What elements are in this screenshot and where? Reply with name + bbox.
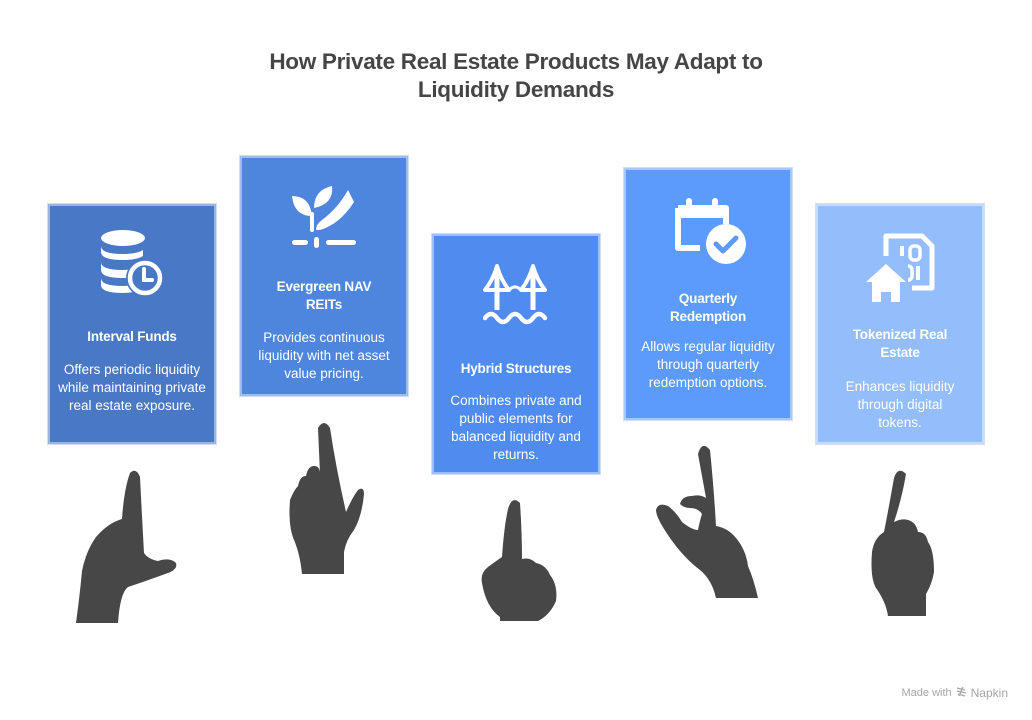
card-heading: Interval Funds (87, 329, 177, 344)
calendar-check-icon (670, 194, 746, 264)
footer-attribution: Made with Napkin (902, 686, 1009, 700)
page-title: How Private Real Estate Products May Ada… (0, 48, 1032, 104)
napkin-logo-icon (956, 686, 967, 700)
house-binary-icon (864, 228, 936, 304)
made-with-label: Made with (901, 687, 952, 699)
card-evergreen-nav-reits: Evergreen NAV REITs Provides continuous … (239, 155, 409, 397)
pointing-hand-icon-4 (654, 442, 770, 602)
card-interval-funds: Interval Funds Offers periodic liquidity… (47, 203, 217, 445)
pointing-hand-icon-1 (72, 465, 180, 623)
card-quarterly-redemption: Quarterly Redemption Allows regular liqu… (623, 167, 793, 421)
card-heading: Quarterly Redemption (669, 291, 746, 324)
title-line-1: How Private Real Estate Products May Ada… (269, 49, 763, 74)
bridge-icon (483, 262, 549, 328)
pointing-hand-icon-3 (478, 495, 560, 621)
card-description: Combines private and public elements for… (450, 393, 582, 462)
card-description: Allows regular liquidity through quarter… (641, 339, 775, 390)
pointing-hand-icon-5 (862, 468, 938, 618)
database-clock-icon (97, 226, 167, 300)
card-description: Provides continuous liquidity with net a… (258, 330, 390, 381)
title-line-2: Liquidity Demands (417, 77, 615, 102)
card-tokenized-real-estate: Tokenized Real Estate Enhances liquidity… (815, 203, 985, 445)
card-heading: Hybrid Structures (460, 361, 572, 376)
card-description: Enhances liquidity through digital token… (845, 379, 955, 430)
card-description: Offers periodic liquidity while maintain… (58, 362, 206, 413)
pointing-hand-icon-2 (288, 418, 366, 576)
card-heading: Tokenized Real Estate (852, 327, 948, 360)
card-heading: Evergreen NAV REITs (276, 279, 372, 312)
napkin-brand-label[interactable]: Napkin (970, 686, 1008, 700)
card-hybrid-structures: Hybrid Structures Combines private and p… (431, 233, 601, 475)
plant-hand-icon (288, 180, 360, 250)
